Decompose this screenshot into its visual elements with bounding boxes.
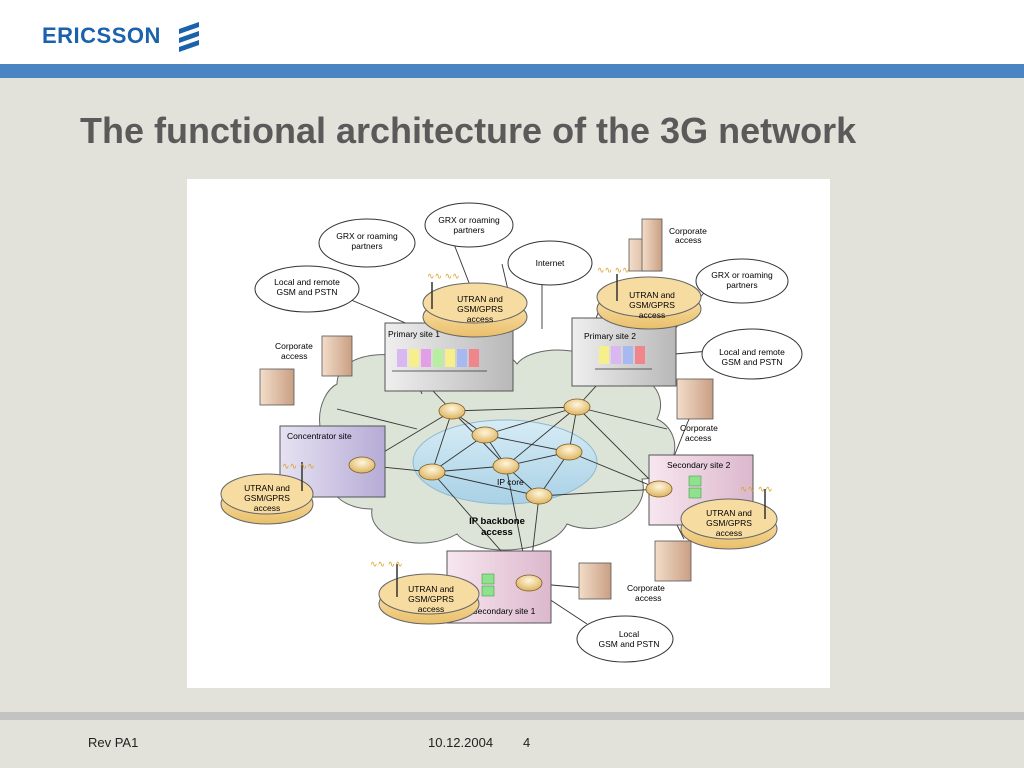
svg-text:UTRAN and: UTRAN and (629, 290, 675, 300)
header-bar: ERICSSON (0, 0, 1024, 64)
access-disk-top-left: UTRAN and GSM/GPRS access ∿∿ ∿∿ (422, 271, 528, 338)
svg-text:GRX or roaming: GRX or roaming (336, 231, 398, 241)
svg-text:partners: partners (453, 225, 484, 235)
access-disk-top-right: UTRAN and GSM/GPRS access ∿∿ ∿∿ (596, 265, 702, 330)
svg-text:partners: partners (351, 241, 382, 251)
svg-text:∿∿ ∿∿: ∿∿ ∿∿ (740, 484, 773, 494)
svg-text:GRX or roaming: GRX or roaming (711, 270, 773, 280)
svg-text:Primary site 1: Primary site 1 (388, 329, 440, 339)
svg-text:access: access (254, 503, 280, 513)
svg-text:∿∿ ∿∿: ∿∿ ∿∿ (370, 559, 403, 569)
cloud-grx-left: GRX or roaming partners (318, 218, 416, 268)
cloud-local-bottom: Local GSM and PSTN (576, 615, 674, 663)
ip-core-label: IP core (497, 477, 524, 487)
svg-text:UTRAN and: UTRAN and (244, 483, 290, 493)
svg-text:Local and remote: Local and remote (274, 277, 340, 287)
header-stripe (0, 64, 1024, 78)
corporate-building-left: Corporate access (259, 335, 353, 406)
svg-text:∿∿ ∿∿: ∿∿ ∿∿ (597, 265, 630, 275)
svg-text:Corporate: Corporate (669, 226, 707, 236)
svg-text:access: access (635, 593, 661, 603)
svg-text:access: access (685, 433, 711, 443)
svg-text:GSM/GPRS: GSM/GPRS (457, 304, 503, 314)
svg-text:UTRAN and: UTRAN and (706, 508, 752, 518)
svg-text:access: access (639, 310, 665, 320)
network-diagram: GRX or roaming partners GRX or roaming p… (187, 179, 830, 688)
svg-text:GSM/GPRS: GSM/GPRS (244, 493, 290, 503)
svg-text:Primary site 2: Primary site 2 (584, 331, 636, 341)
svg-text:access: access (675, 235, 701, 245)
cloud-grx-right: GRX or roaming partners (695, 258, 789, 304)
svg-text:Corporate: Corporate (680, 423, 718, 433)
logo-wordmark: ERICSSON (42, 23, 161, 48)
svg-text:Local and remote: Local and remote (719, 347, 785, 357)
footer-revision: Rev PA1 (88, 735, 139, 750)
svg-text:access: access (716, 528, 742, 538)
ericsson-logo-icon (178, 22, 199, 52)
ip-backbone-label-1: IP backbone (469, 516, 525, 527)
footer-rule (0, 712, 1024, 720)
routers (348, 398, 673, 592)
svg-text:GSM and PSTN: GSM and PSTN (277, 287, 338, 297)
svg-text:UTRAN and: UTRAN and (457, 294, 503, 304)
cloud-local-remote-right: Local and remote GSM and PSTN (701, 328, 803, 380)
svg-text:Corporate: Corporate (275, 341, 313, 351)
footer-date: 10.12.2004 (428, 735, 494, 750)
cloud-grx-top: GRX or roaming partners (424, 202, 514, 248)
ericsson-logo: ERICSSON (42, 20, 203, 52)
svg-text:access: access (281, 351, 307, 361)
svg-text:GSM/GPRS: GSM/GPRS (706, 518, 752, 528)
svg-text:GSM/GPRS: GSM/GPRS (408, 594, 454, 604)
access-disk-right: UTRAN and GSM/GPRS access ∿∿ ∿∿ (680, 484, 778, 550)
cloud-local-remote-left: Local and remote GSM and PSTN (254, 265, 360, 313)
corporate-building-top: Corporate access (628, 218, 707, 272)
corporate-building-right: Corporate access (676, 378, 718, 443)
access-disk-bottom: UTRAN and GSM/GPRS access ∿∿ ∿∿ (370, 559, 480, 625)
network-diagram-svg: GRX or roaming partners GRX or roaming p… (220, 202, 803, 663)
svg-text:partners: partners (726, 280, 757, 290)
slide-title: The functional architecture of the 3G ne… (80, 110, 857, 151)
corporate-building-bottom: Corporate access (578, 540, 692, 603)
svg-text:Corporate: Corporate (627, 583, 665, 593)
svg-text:GSM and PSTN: GSM and PSTN (599, 639, 660, 649)
svg-text:GRX or roaming: GRX or roaming (438, 215, 500, 225)
svg-text:∿∿ ∿∿: ∿∿ ∿∿ (282, 461, 315, 471)
svg-text:GSM and PSTN: GSM and PSTN (722, 357, 783, 367)
primary-site-2: Primary site 2 (571, 317, 677, 387)
cloud-internet: Internet (507, 240, 593, 286)
access-disk-left: UTRAN and GSM/GPRS access ∿∿ ∿∿ (220, 461, 315, 525)
svg-text:Secondary site 1: Secondary site 1 (472, 606, 536, 616)
svg-text:∿∿ ∿∿: ∿∿ ∿∿ (427, 271, 460, 281)
svg-text:access: access (467, 314, 493, 324)
svg-text:GSM/GPRS: GSM/GPRS (629, 300, 675, 310)
svg-text:Concentrator site: Concentrator site (287, 431, 352, 441)
footer-page-number: 4 (523, 735, 531, 750)
svg-text:access: access (418, 604, 444, 614)
svg-text:Local: Local (619, 629, 639, 639)
svg-text:UTRAN and: UTRAN and (408, 584, 454, 594)
svg-text:Secondary site 2: Secondary site 2 (667, 460, 731, 470)
svg-text:Internet: Internet (536, 258, 565, 268)
ip-backbone-label-2: access (481, 527, 513, 538)
